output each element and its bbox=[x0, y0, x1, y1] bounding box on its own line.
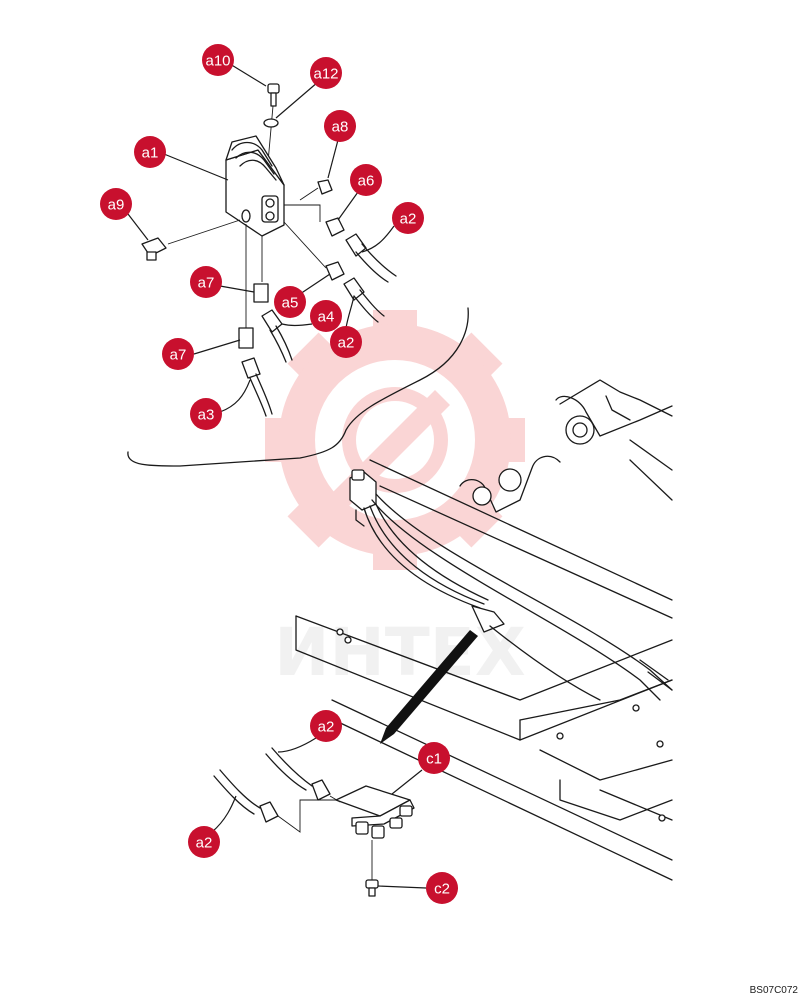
callout-label: a7 bbox=[198, 275, 215, 292]
callout-a2-bottom-upper: a2 bbox=[310, 710, 342, 742]
callout-label: a3 bbox=[198, 407, 215, 424]
hose-a2-top bbox=[345, 233, 397, 283]
callout-label: a1 bbox=[142, 145, 159, 162]
callout-a8: a8 bbox=[324, 110, 356, 142]
hose-a3 bbox=[241, 357, 273, 417]
callout-a6: a6 bbox=[350, 164, 382, 196]
callout-label: a2 bbox=[196, 835, 213, 852]
callout-label: a2 bbox=[400, 211, 417, 228]
callout-a10: a10 bbox=[202, 44, 234, 76]
valve-body-a1 bbox=[225, 135, 285, 237]
callout-label: a7 bbox=[170, 347, 187, 364]
callout-a1: a1 bbox=[134, 136, 166, 168]
adapter-a6 bbox=[325, 217, 345, 237]
callout-label: a2 bbox=[318, 719, 335, 736]
adapter-a5 bbox=[325, 261, 345, 281]
plug-a8 bbox=[317, 179, 333, 195]
callout-a2-mid: a2 bbox=[330, 326, 362, 358]
plug-a9 bbox=[141, 219, 241, 261]
detail-arrow bbox=[380, 630, 478, 744]
elbow-a7-upper bbox=[253, 236, 269, 303]
callout-label: a6 bbox=[358, 173, 375, 190]
callout-a2-top: a2 bbox=[392, 202, 424, 234]
callout-c2: c2 bbox=[426, 872, 458, 904]
callout-label: a5 bbox=[282, 295, 299, 312]
callout-a3: a3 bbox=[190, 398, 222, 430]
manifold-detail bbox=[213, 747, 415, 897]
callout-label: c2 bbox=[434, 881, 450, 898]
callout-a4: a4 bbox=[310, 300, 342, 332]
callout-label: a12 bbox=[313, 66, 338, 83]
hose-a2-mid bbox=[343, 277, 385, 323]
washer-a12 bbox=[263, 118, 279, 128]
callout-label: a2 bbox=[338, 335, 355, 352]
callout-label: a10 bbox=[205, 53, 230, 70]
callout-label: c1 bbox=[426, 751, 442, 768]
installed-valve-and-hoses bbox=[349, 469, 673, 701]
elbow-a7-lower bbox=[238, 224, 254, 349]
callout-label: a4 bbox=[318, 309, 335, 326]
reference-code: BS07C072 bbox=[749, 985, 798, 996]
hose-a2-bottom-lower bbox=[213, 769, 336, 833]
callout-a12: a12 bbox=[310, 57, 342, 89]
callout-c1: c1 bbox=[418, 742, 450, 774]
hose-a2-bottom-upper bbox=[265, 747, 341, 803]
callout-a7-upper: a7 bbox=[190, 266, 222, 298]
bolt-c2 bbox=[365, 879, 379, 897]
callout-a2-bottom-lower: a2 bbox=[188, 826, 220, 858]
callout-a7-lower: a7 bbox=[162, 338, 194, 370]
valve-exploded-detail bbox=[127, 83, 469, 467]
detail-bracket bbox=[127, 307, 469, 467]
machine-frame bbox=[295, 379, 673, 881]
callout-a5: a5 bbox=[274, 286, 306, 318]
callout-a9: a9 bbox=[100, 188, 132, 220]
callout-label: a9 bbox=[108, 197, 125, 214]
callout-label: a8 bbox=[332, 119, 349, 136]
callout-leaders bbox=[127, 63, 427, 889]
